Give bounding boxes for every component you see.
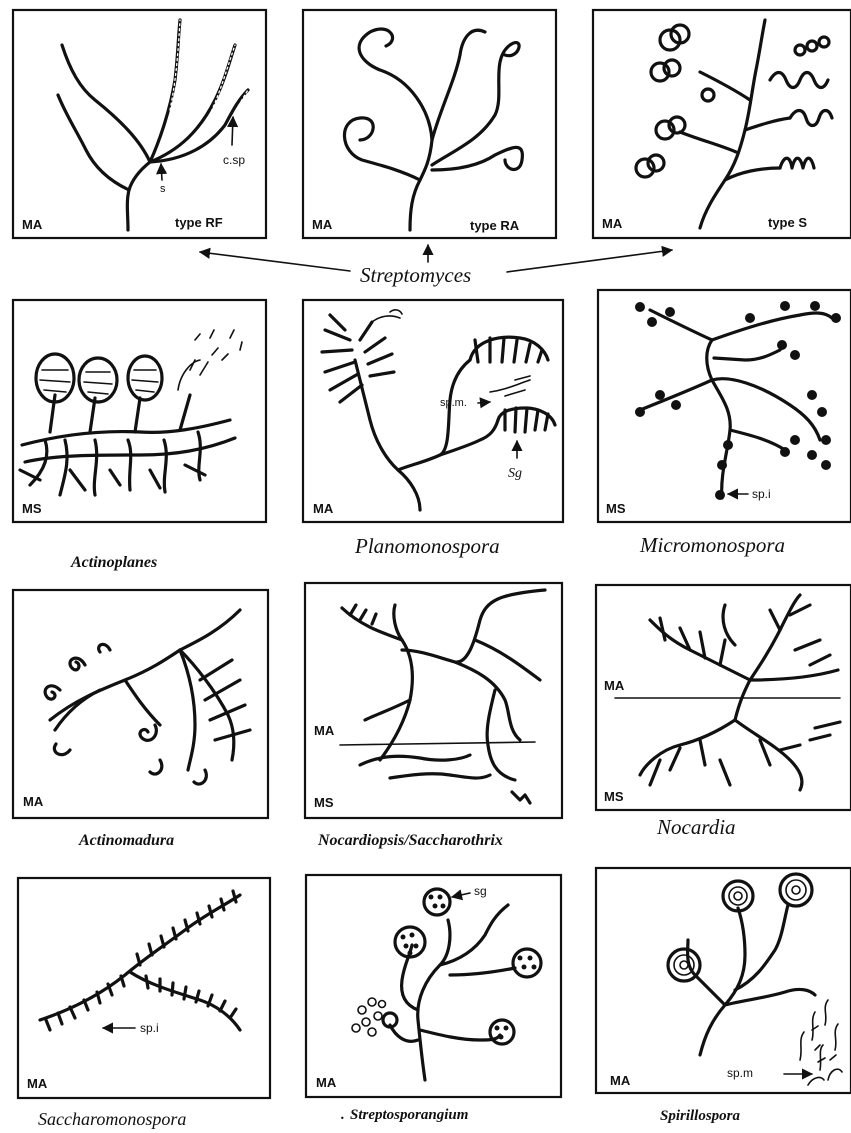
caption-actinomadura: Actinomadura bbox=[78, 832, 174, 849]
type-label-ra: type RA bbox=[470, 218, 520, 233]
corner-label: MA bbox=[313, 501, 334, 516]
annotation-sp-i: sp.i bbox=[752, 487, 771, 501]
upper-label: MA bbox=[604, 678, 625, 693]
corner-label: MS bbox=[606, 501, 626, 516]
caption-actinoplanes: Actinoplanes bbox=[70, 554, 157, 571]
panel-spirillospora: sp.m MA bbox=[596, 868, 851, 1093]
caption-nocardia: Nocardia bbox=[656, 815, 736, 839]
upper-label: MA bbox=[314, 723, 335, 738]
caption-prefix-dot: . bbox=[341, 1107, 345, 1123]
annotation-sp-i: sp.i bbox=[140, 1021, 159, 1035]
panel-saccharomonospora: sp.i MA bbox=[18, 878, 270, 1098]
corner-label: MS bbox=[604, 789, 624, 804]
panel-actinoplanes: MS bbox=[13, 300, 266, 522]
panel-micromonospora: sp.i MS bbox=[598, 290, 851, 522]
annotation-sg: Sg bbox=[508, 466, 522, 481]
caption-micromonospora: Micromonospora bbox=[639, 533, 785, 557]
caption-streptosporangium: Streptosporangium bbox=[350, 1107, 468, 1123]
annotation-sp-m: sp.m bbox=[727, 1066, 753, 1080]
panel-planomonospora: sp.m. Sg MA bbox=[303, 300, 563, 522]
type-label-s: type S bbox=[768, 215, 807, 230]
caption-planomonospora: Planomonospora bbox=[354, 534, 500, 558]
arrow-to-s bbox=[507, 250, 672, 272]
arrow-to-rf bbox=[200, 252, 350, 271]
corner-label: MS bbox=[22, 501, 42, 516]
annotation-s: s bbox=[160, 183, 166, 195]
panel-actinomadura: MA bbox=[13, 590, 268, 818]
annotation-sp-m: sp.m. bbox=[440, 397, 467, 409]
annotation-c-sp: c.sp bbox=[223, 153, 245, 167]
panel-streptomyces-s: MA type S bbox=[593, 10, 851, 238]
streptomyces-group: Streptomyces bbox=[200, 245, 672, 287]
panel-nocardiopsis: MA MS bbox=[305, 583, 562, 818]
corner-label: MA bbox=[602, 216, 623, 231]
panel-streptosporangium: sg MA bbox=[306, 875, 561, 1097]
corner-label: MA bbox=[23, 794, 44, 809]
annotation-sg: sg bbox=[474, 884, 487, 898]
caption-spirillospora: Spirillospora bbox=[660, 1108, 741, 1124]
group-label-streptomyces: Streptomyces bbox=[360, 263, 471, 287]
corner-label: MS bbox=[314, 795, 334, 810]
caption-nocardiopsis: Nocardiopsis/Saccharothrix bbox=[317, 832, 503, 849]
corner-label: MA bbox=[27, 1076, 48, 1091]
corner-label: MA bbox=[22, 217, 43, 232]
panel-nocardia: MA MS bbox=[596, 585, 851, 810]
caption-saccharomonospora: Saccharomonospora bbox=[38, 1109, 186, 1129]
panel-streptomyces-ra: MA type RA bbox=[303, 10, 556, 238]
corner-label: MA bbox=[312, 217, 333, 232]
panel-streptomyces-rf: c.sp s MA type RF bbox=[13, 10, 266, 238]
type-label-rf: type RF bbox=[175, 215, 223, 230]
corner-label: MA bbox=[610, 1073, 631, 1088]
corner-label: MA bbox=[316, 1075, 337, 1090]
